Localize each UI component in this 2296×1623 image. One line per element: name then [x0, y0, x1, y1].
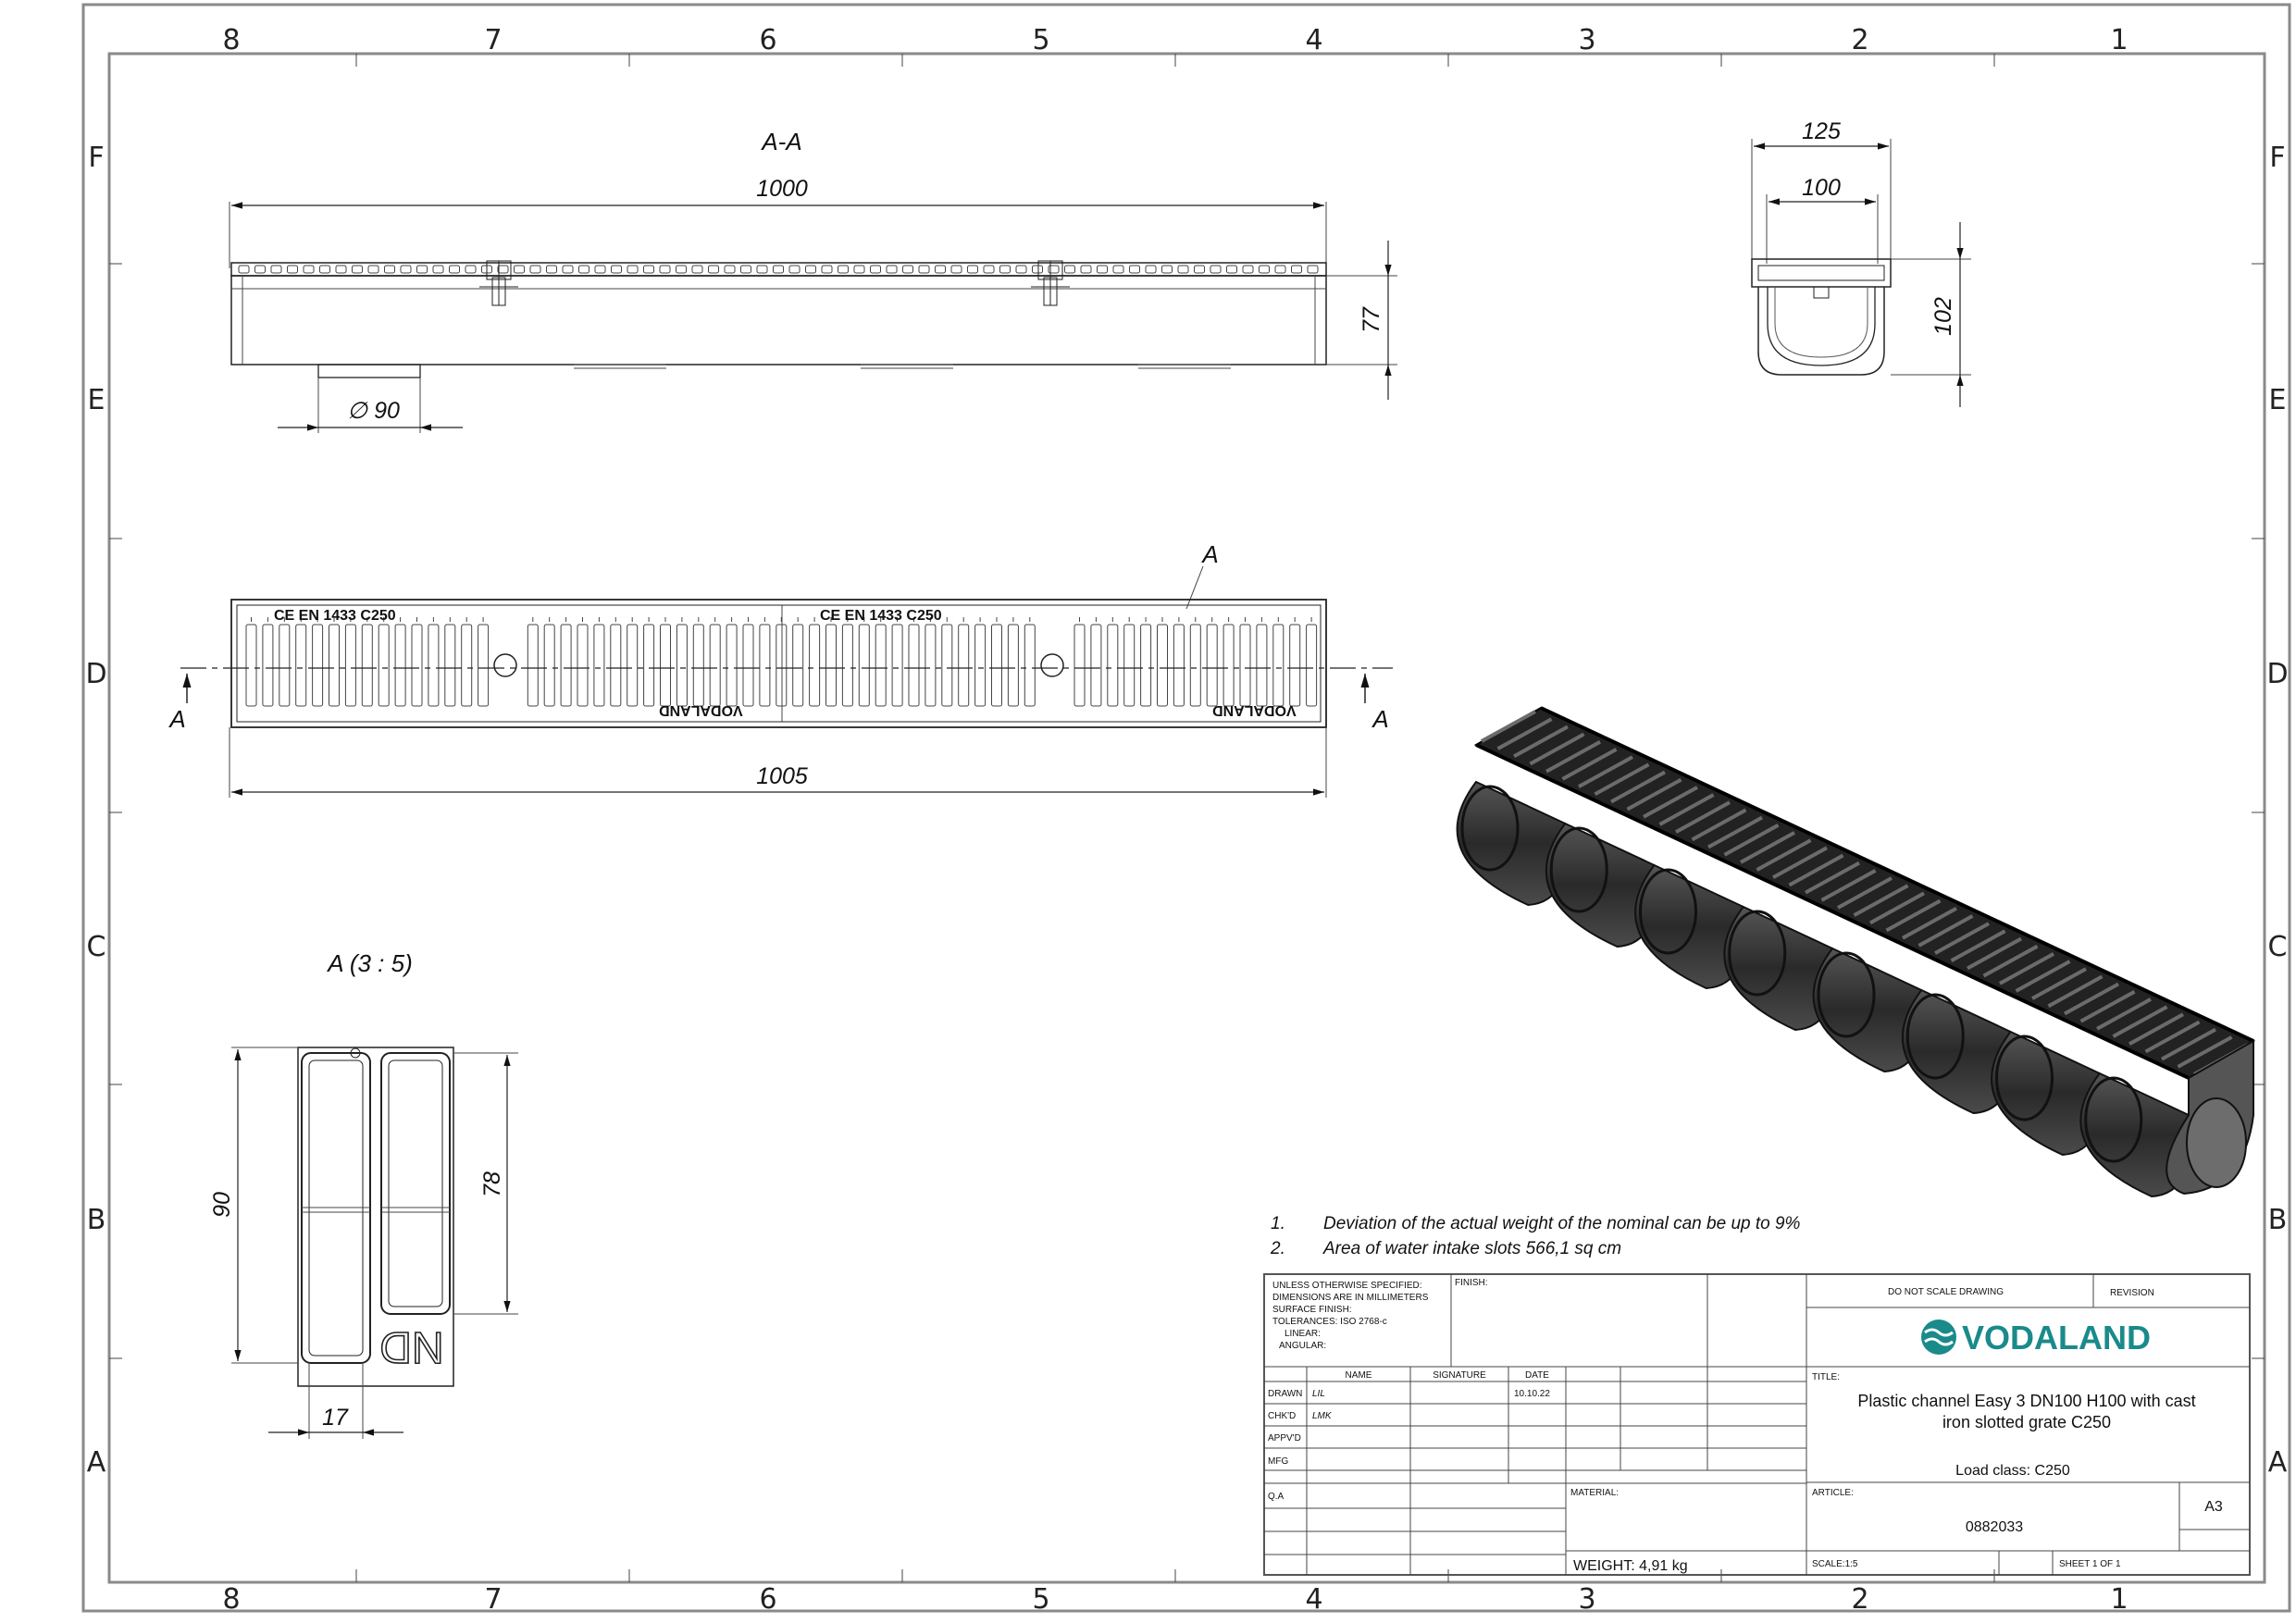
- tb-general-4: TOLERANCES: ISO 2768-c: [1272, 1317, 1387, 1327]
- dim-height-77: 77: [1359, 306, 1384, 333]
- zone-col-top-2: 7: [484, 24, 502, 56]
- title-block: UNLESS OTHERWISE SPECIFIED: DIMENSIONS A…: [1263, 1273, 2251, 1576]
- tb-title-label: TITLE:: [1812, 1372, 1840, 1382]
- tb-load-class: Load class: C250: [1955, 1463, 2070, 1479]
- section-view-title: A-A: [760, 128, 801, 155]
- detail-callout-mark: A: [1200, 540, 1218, 568]
- zone-row-right-E: E: [2269, 384, 2287, 416]
- company-logo: VODALAND: [1921, 1319, 2151, 1357]
- dim-outlet-90: 90: [374, 398, 400, 424]
- tb-chkd-name: LMK: [1312, 1411, 1333, 1421]
- grate-brand-2: VODALAND: [1212, 702, 1297, 718]
- tb-do-not-scale: DO NOT SCALE DRAWING: [1888, 1287, 2004, 1297]
- zone-row-right-C: C: [2268, 931, 2288, 963]
- zone-row-left-E: E: [88, 384, 105, 416]
- zone-col-top-7: 2: [1851, 24, 1868, 56]
- note-1-text: Deviation of the actual weight of the no…: [1323, 1214, 1801, 1233]
- zone-row-right-F: F: [2269, 142, 2285, 174]
- dim-length-1005: 1005: [756, 763, 808, 789]
- tb-drawn-name: LIL: [1312, 1389, 1325, 1399]
- note-1-number: 1.: [1271, 1214, 1285, 1233]
- zone-row-left-D: D: [85, 658, 106, 690]
- tb-general-6: ANGULAR:: [1279, 1341, 1326, 1351]
- grate-marking-2: CE EN 1433 C250: [820, 608, 942, 624]
- tb-title-line2: iron slotted grate C250: [1942, 1413, 2111, 1431]
- dim-height-102: 102: [1930, 297, 1956, 336]
- tb-revision-label: REVISION: [2110, 1288, 2154, 1298]
- zone-row-left-C: C: [87, 931, 106, 963]
- grate-brand-1: VODALAND: [659, 702, 743, 718]
- end-view: 125 100 102: [1751, 118, 1971, 407]
- tb-general-5: LINEAR:: [1285, 1329, 1321, 1339]
- zone-col-bottom-3: 6: [759, 1583, 776, 1616]
- tb-scale: SCALE:1:5: [1812, 1559, 1858, 1569]
- tb-title-line1: Plastic channel Easy 3 DN100 H100 with c…: [1857, 1392, 2195, 1410]
- tb-drawn-date: 10.10.22: [1514, 1389, 1550, 1399]
- tb-col-signature: SIGNATURE: [1433, 1370, 1486, 1381]
- grate-marking-1: CE EN 1433 C250: [274, 608, 396, 624]
- zone-col-top-4: 5: [1032, 24, 1049, 56]
- zone-grid: 8 7 6 5 4 3 2 1 8 7 6 5 4 3 2 1 F E D C …: [85, 24, 2288, 1616]
- notes: 1. Deviation of the actual weight of the…: [1270, 1214, 1801, 1258]
- detail-logo: ND: [379, 1322, 443, 1371]
- zone-row-left-F: F: [88, 142, 104, 174]
- zone-col-top-6: 3: [1578, 24, 1595, 56]
- dim-width-125: 125: [1802, 118, 1841, 144]
- section-mark-left: A: [168, 705, 185, 733]
- zone-row-right-D: D: [2266, 658, 2288, 690]
- dim-detail-90: 90: [209, 1192, 235, 1218]
- tb-material-label: MATERIAL:: [1570, 1488, 1619, 1498]
- dim-detail-78: 78: [479, 1171, 505, 1197]
- zone-row-right-B: B: [2268, 1204, 2288, 1236]
- tb-sheet: SHEET 1 OF 1: [2059, 1559, 2121, 1569]
- tb-role-chkd: CHK'D: [1268, 1411, 1296, 1421]
- tb-col-date: DATE: [1525, 1370, 1549, 1381]
- zone-col-bottom-1: 8: [222, 1583, 240, 1616]
- tb-article-label: ARTICLE:: [1812, 1488, 1854, 1498]
- zone-row-right-A: A: [2268, 1446, 2288, 1479]
- dim-width-100: 100: [1802, 175, 1841, 201]
- dim-length-1000: 1000: [756, 176, 808, 202]
- tb-general-3: SURFACE FINISH:: [1272, 1305, 1352, 1315]
- section-bolt-right: [1031, 260, 1070, 306]
- zone-col-bottom-8: 1: [2110, 1583, 2128, 1616]
- tb-finish-label: FINISH:: [1455, 1278, 1488, 1288]
- dim-detail-17: 17: [322, 1405, 349, 1431]
- tb-role-drawn: DRAWN: [1268, 1389, 1302, 1399]
- tb-role-appvd: APPV'D: [1268, 1433, 1301, 1443]
- tb-role-qa: Q.A: [1268, 1492, 1285, 1502]
- zone-row-left-B: B: [87, 1204, 106, 1236]
- tb-col-name: NAME: [1346, 1370, 1372, 1381]
- detail-view-title: A (3 : 5): [326, 949, 413, 977]
- zone-col-top-3: 6: [759, 24, 776, 56]
- company-name: VODALAND: [1962, 1319, 2151, 1357]
- tb-general-1: UNLESS OTHERWISE SPECIFIED:: [1272, 1281, 1422, 1291]
- zone-col-top-8: 1: [2110, 24, 2128, 56]
- top-view: A A A CE EN 1433 C250 CE EN 1433 C250 VO…: [168, 540, 1393, 798]
- tb-weight: WEIGHT: 4,91 kg: [1573, 1558, 1688, 1574]
- zone-row-left-A: A: [87, 1446, 106, 1479]
- zone-col-bottom-6: 3: [1578, 1583, 1595, 1616]
- tb-general-2: DIMENSIONS ARE IN MILLIMETERS: [1272, 1293, 1429, 1303]
- tb-sheet-size: A3: [2204, 1499, 2223, 1515]
- zone-col-top-1: 8: [222, 24, 240, 56]
- note-2-text: Area of water intake slots 566,1 sq cm: [1322, 1239, 1621, 1258]
- zone-col-bottom-4: 5: [1032, 1583, 1049, 1616]
- section-mark-right: A: [1371, 705, 1388, 733]
- section-bolt-left: [479, 260, 518, 306]
- dim-outlet-symbol: ∅: [347, 398, 368, 424]
- zone-col-bottom-5: 4: [1305, 1583, 1322, 1616]
- section-view-a-a: A-A 1000: [229, 128, 1397, 433]
- zone-col-top-5: 4: [1305, 24, 1322, 56]
- note-2-number: 2.: [1270, 1239, 1285, 1258]
- tb-article: 0882033: [1966, 1519, 2023, 1535]
- sheet-border: [81, 3, 2291, 1613]
- detail-view-a: A (3 : 5) ND 90 78 17: [209, 949, 518, 1439]
- zone-col-bottom-2: 7: [484, 1583, 502, 1616]
- isometric-view: [1456, 706, 2256, 1198]
- tb-role-mfg: MFG: [1268, 1456, 1288, 1467]
- zone-col-bottom-7: 2: [1851, 1583, 1868, 1616]
